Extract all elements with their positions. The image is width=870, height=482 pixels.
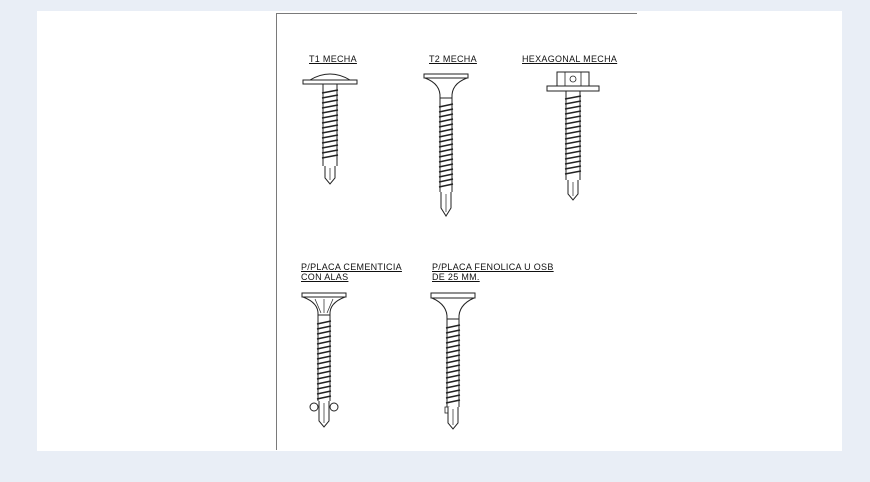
screw-placa-fenolica [428, 289, 478, 434]
screw-hexagonal-mecha [543, 68, 603, 208]
label-hexagonal-mecha: HEXAGONAL MECHA [522, 54, 618, 64]
screw-t2-mecha [421, 70, 471, 220]
label-t2-mecha: T2 MECHA [429, 54, 477, 64]
screw-t1-mecha [300, 70, 360, 190]
screw-placa-cementicia [299, 289, 349, 434]
label-cementicia-line2: CON ALAS [301, 272, 349, 282]
label-fenolica-line1: P/PLACA FENOLICA U OSB [432, 262, 554, 272]
drawing-sheet: T1 MECHA T2 MECHA HEXAGONAL MECHA [276, 13, 637, 450]
label-cementicia-line1: P/PLACA CEMENTICIA [301, 262, 402, 272]
label-fenolica-line2: DE 25 MM. [432, 272, 480, 282]
label-t1-mecha: T1 MECHA [309, 54, 357, 64]
